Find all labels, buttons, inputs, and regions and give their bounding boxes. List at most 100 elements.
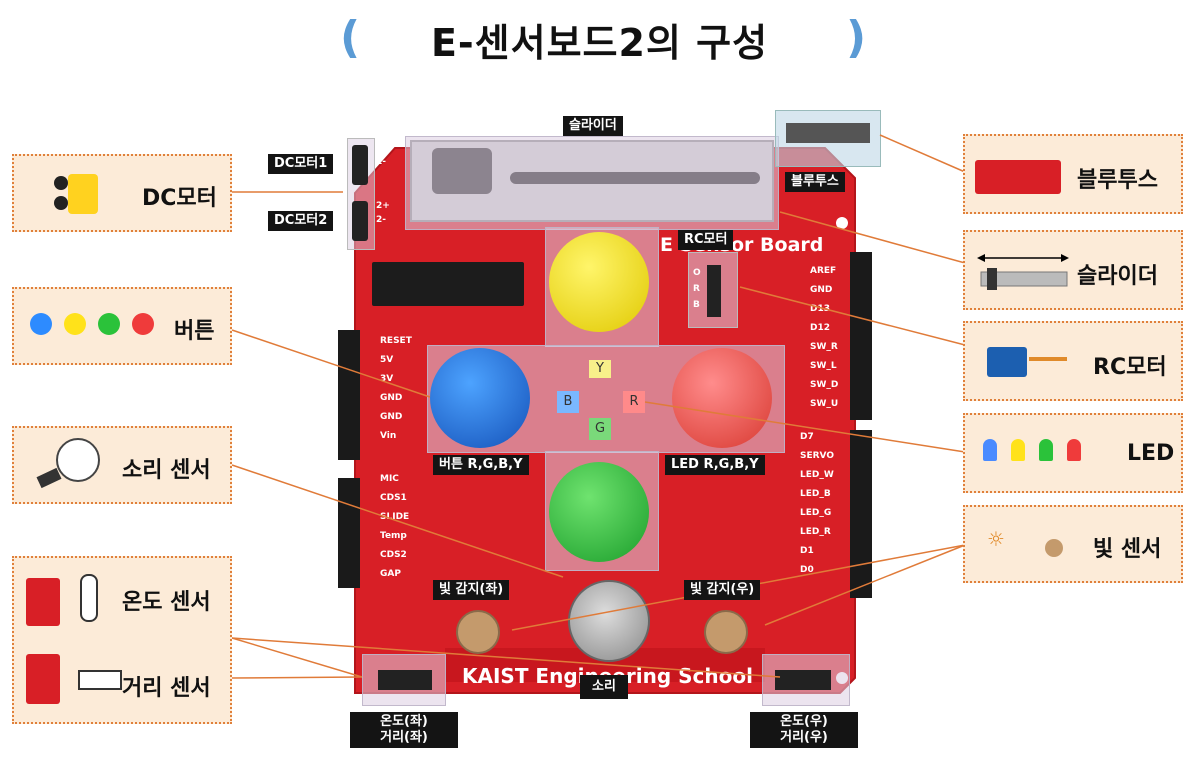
pin-label: D13: [810, 304, 830, 314]
pin-label: CDS1: [380, 493, 407, 503]
sensor-port-right-connector: [775, 670, 831, 690]
pin-label: SLIDE: [380, 512, 410, 522]
leader-line: [879, 134, 966, 173]
tag-sound: 소리: [580, 675, 628, 699]
buttons-icon: [28, 311, 168, 341]
callout-label: DC모터: [142, 186, 217, 211]
pin-label: 2+: [376, 201, 390, 211]
led-y: Y: [589, 360, 611, 378]
mount-hole: [836, 217, 848, 229]
tag-bluetooth: 블루투스: [785, 172, 845, 192]
tag-leds: LED R,G,B,Y: [665, 455, 765, 475]
green-button[interactable]: [549, 462, 649, 562]
tag-port-right-line1: 온도(우): [780, 714, 828, 729]
red-button[interactable]: [672, 348, 772, 448]
right-pin-labels-bottom: D7 SERVO LED_W LED_B LED_G LED_R D1 D0: [800, 432, 850, 584]
servo-motor-icon: [983, 337, 1073, 389]
bluetooth-module-icon: [975, 160, 1061, 194]
tag-port-left: 온도(좌) 거리(좌): [350, 712, 458, 748]
pin-label: CDS2: [380, 550, 407, 560]
tag-port-right: 온도(우) 거리(우): [750, 712, 858, 748]
title-bar: ( E-센서보드2의 구성 ): [0, 8, 1199, 68]
pin-label: SW_D: [810, 380, 839, 390]
callout-label: LED: [1127, 441, 1175, 466]
dc-motor-terminal[interactable]: [347, 138, 375, 250]
callout-light-sensor: ☼ 빛 센서: [963, 505, 1183, 583]
callout-dc-motor: DC모터: [12, 154, 232, 232]
pin-label: AREF: [810, 266, 837, 276]
tag-buttons: 버튼 R,G,B,Y: [433, 455, 529, 475]
leader-line: [231, 464, 564, 578]
callout-label: 블루투스: [1077, 168, 1158, 193]
pin-label: LED_G: [800, 508, 832, 518]
leader-line: [231, 676, 363, 679]
pin-label: D7: [800, 432, 814, 442]
bluetooth-header[interactable]: [775, 110, 881, 167]
tag-rc-motor: RC모터: [678, 230, 734, 250]
callout-led: LED: [963, 413, 1183, 493]
left-pin-labels-bottom: MIC CDS1 SLIDE Temp CDS2 GAP: [380, 474, 420, 588]
dc-motor-icon: [50, 170, 114, 218]
left-pin-labels-top: RESET 5V 3V GND GND Vin: [380, 336, 420, 450]
pin-label: SW_U: [810, 399, 839, 409]
pin-label: LED_R: [800, 527, 831, 537]
callout-temp-distance: 온도 센서 거리 센서: [12, 556, 232, 724]
leader-line: [231, 637, 363, 678]
yellow-button[interactable]: [549, 232, 649, 332]
callout-label: 거리 센서: [122, 676, 211, 701]
slider-icon: [975, 250, 1071, 294]
pin-label: R: [693, 284, 700, 294]
pin-label: 2-: [376, 215, 386, 225]
led-g: G: [589, 418, 611, 440]
callout-label: 슬라이더: [1077, 264, 1158, 289]
tag-dc-motor2: DC모터2: [268, 211, 334, 231]
pin-label: MIC: [380, 474, 399, 484]
pin-label: GND: [380, 393, 403, 403]
pin-label: D1: [800, 546, 814, 556]
leader-line: [739, 286, 966, 346]
motor1-connector: [352, 145, 368, 185]
page-title: E-센서보드2의 구성: [430, 21, 769, 65]
leader-line: [764, 544, 966, 626]
led-icon: [979, 435, 1089, 475]
callout-label: 빛 센서: [1093, 537, 1162, 562]
pin-label: SW_L: [810, 361, 837, 371]
microphone: [568, 580, 650, 662]
right-header-top: [850, 252, 872, 420]
pin-label: LED_W: [800, 470, 834, 480]
servo-pin-labels: O R B: [693, 268, 705, 316]
pin-label: 1-: [376, 157, 386, 167]
led-r: R: [623, 391, 645, 413]
slider-overlay: [405, 136, 779, 230]
callout-label: 버튼: [174, 319, 215, 344]
right-pin-labels-top: AREF GND D13 D12 SW_R SW_L SW_D SW_U: [810, 266, 850, 418]
pin-label: 5V: [380, 355, 394, 365]
servo-connector: [707, 265, 721, 317]
left-header-top: [338, 330, 360, 460]
blue-button[interactable]: [430, 348, 530, 448]
leader-line: [231, 329, 431, 398]
pin-label: B: [693, 300, 700, 310]
callout-sound-sensor: 소리 센서: [12, 426, 232, 504]
motor-pin-labels: 1+ 1- 2+ 2-: [376, 143, 394, 229]
pin-label: LED_B: [800, 489, 831, 499]
leader-line: [644, 401, 966, 453]
ic-chip: [372, 262, 524, 306]
pin-label: GND: [380, 412, 403, 422]
sound-sensor-icon: [34, 436, 104, 496]
pin-label: SW_R: [810, 342, 838, 352]
led-b: B: [557, 391, 579, 413]
left-header-bottom: [338, 478, 360, 588]
callout-label: RC모터: [1093, 355, 1167, 380]
tag-port-left-line1: 온도(좌): [380, 714, 428, 729]
pin-label: O: [693, 268, 701, 278]
tag-dc-motor1: DC모터1: [268, 154, 334, 174]
light-sensor-icon: ☼: [985, 525, 1075, 565]
tag-light-right: 빛 감지(우): [684, 580, 761, 600]
right-header-bottom: [850, 430, 872, 598]
left-bracket-icon: (: [340, 12, 361, 63]
servo-header[interactable]: [688, 252, 738, 328]
callout-label: 소리 센서: [122, 458, 211, 483]
temperature-sensor-icon: [22, 572, 112, 628]
